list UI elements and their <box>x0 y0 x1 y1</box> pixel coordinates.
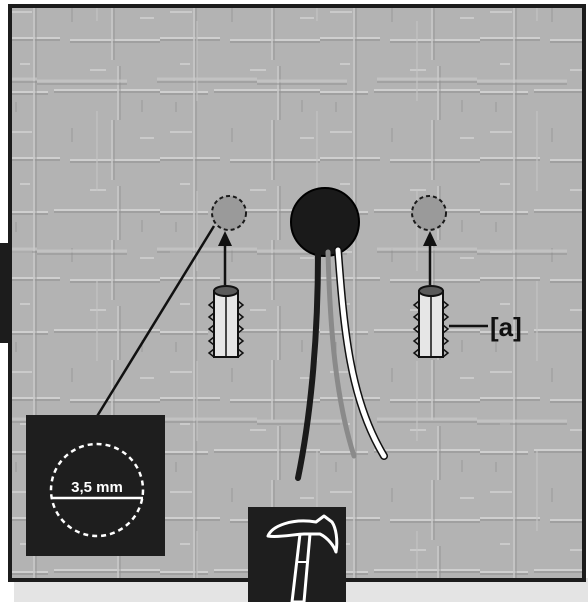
cable-black <box>295 251 321 481</box>
dimension-leader-line <box>94 225 216 419</box>
hammer-icon <box>248 507 346 602</box>
hole-diameter-detail: 3,5 mm <box>26 415 165 556</box>
cable-gray <box>325 249 357 459</box>
hole-diameter-label: 3,5 mm <box>71 479 123 496</box>
drill-hole-left <box>211 195 247 231</box>
cable-entry-hole <box>290 187 360 257</box>
cables <box>295 246 388 481</box>
cable-white <box>335 247 387 459</box>
arrow-right <box>423 231 437 285</box>
wall-anchor-left <box>207 285 245 358</box>
wall-anchor-right <box>412 285 450 358</box>
arrow-left <box>218 231 232 285</box>
anchor-callout-label: [a] <box>490 312 522 342</box>
hole-diameter-circle <box>49 442 145 538</box>
drill-hole-right <box>411 195 447 231</box>
